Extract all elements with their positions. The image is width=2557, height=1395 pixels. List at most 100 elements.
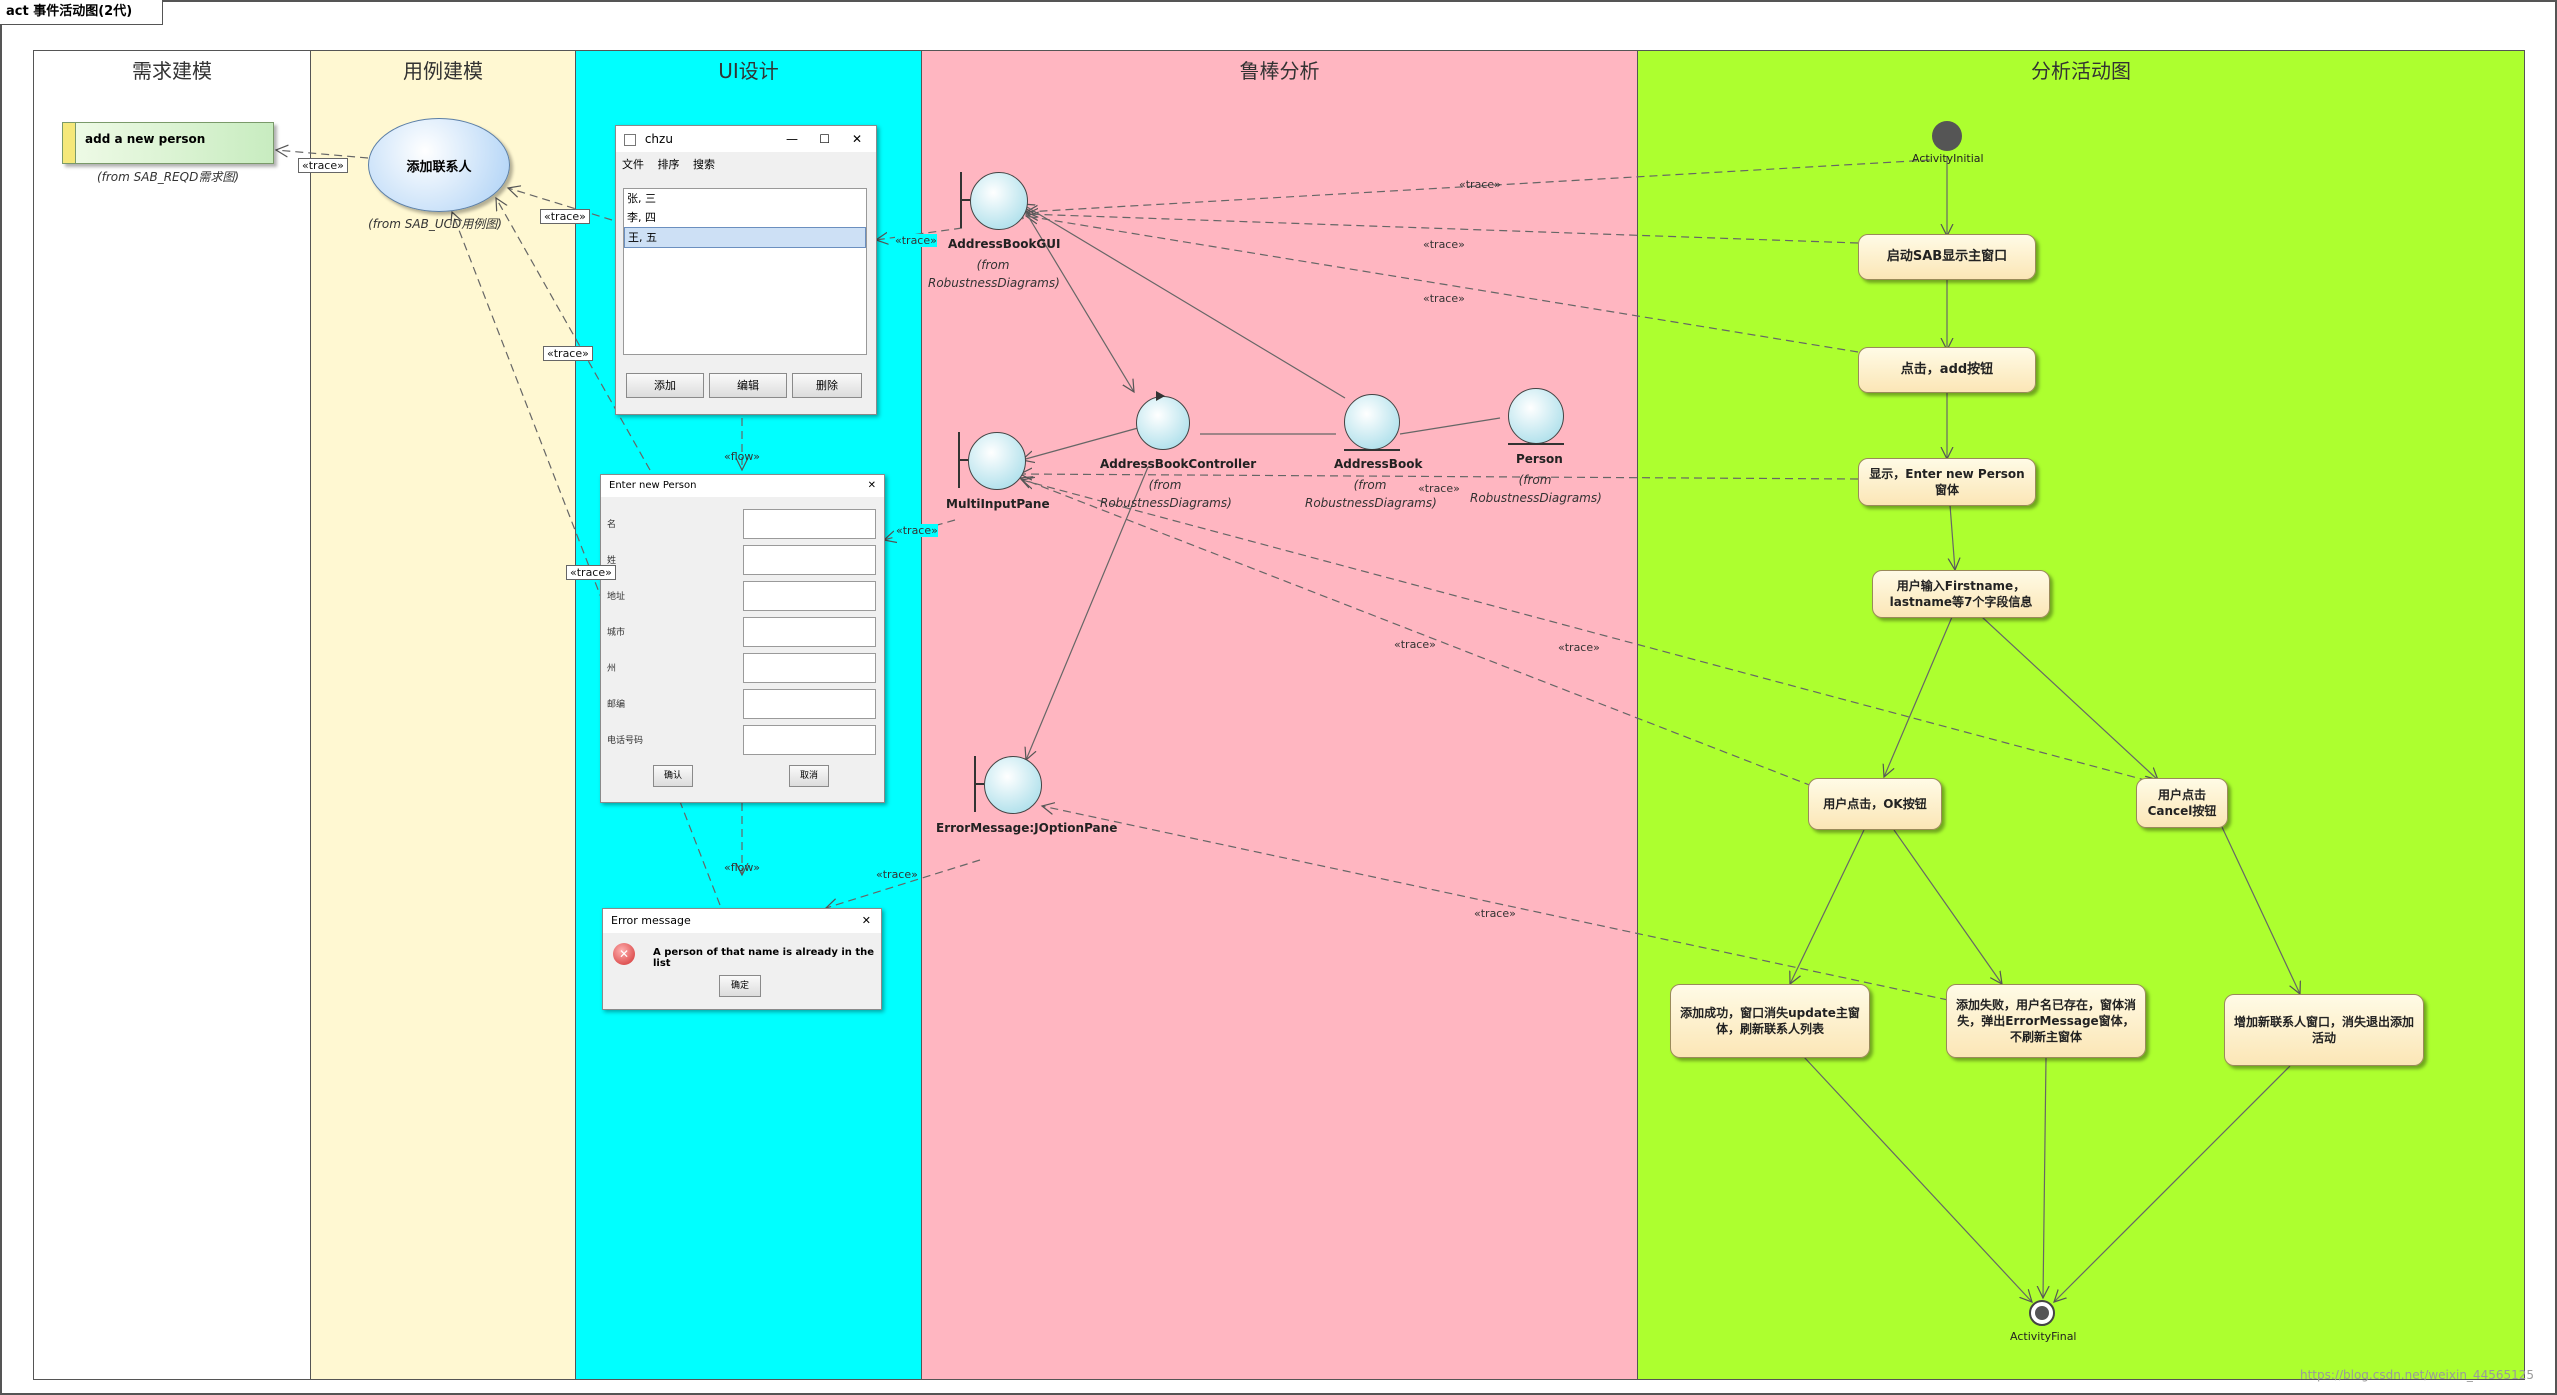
usecase-from: (from SAB_UCD用例图) <box>368 217 502 231</box>
trace-label: «trace» <box>1394 638 1436 651</box>
trace-label: «trace» <box>1474 907 1516 920</box>
trace-label: «trace» <box>876 868 918 881</box>
activity-show-dialog[interactable]: 显示，Enter new Person窗体 <box>1858 458 2036 506</box>
field-label: 电话号码 <box>607 736 644 746</box>
lane-usecase: 用例建模 <box>310 50 576 1380</box>
list-item[interactable]: 张, 三 <box>627 192 656 205</box>
trace-label: «trace» <box>896 524 938 537</box>
address-field[interactable] <box>743 581 876 611</box>
close-icon[interactable]: ✕ <box>851 132 862 146</box>
last-name-field[interactable] <box>743 545 876 575</box>
lane-requirements: 需求建模 <box>33 50 311 1380</box>
person-from: (from RobustnessDiagrams) <box>1470 473 1602 505</box>
diagram-title: act 事件活动图(2代) <box>0 0 164 25</box>
close-icon[interactable]: ✕ <box>861 914 871 927</box>
boundary-icon[interactable] <box>958 432 1028 492</box>
entity-icon[interactable] <box>1506 386 1566 446</box>
state-field[interactable] <box>743 653 876 683</box>
trace-label: «trace» <box>1558 641 1600 654</box>
add-button[interactable]: 添加 <box>626 373 704 398</box>
controller-name: AddressBookController <box>1100 457 1257 471</box>
main-window-mock[interactable]: chzu — ☐ ✕ 文件 排序 搜索 张, 三 李, 四 王, 五 添加 编辑… <box>615 125 877 415</box>
menu-search[interactable]: 搜索 <box>693 158 715 171</box>
person-name: Person <box>1516 452 1563 466</box>
watermark: https://blog.csdn.net/weixin_44565125 <box>2300 1368 2535 1382</box>
edit-button[interactable]: 编辑 <box>709 373 787 398</box>
error-icon: ✕ <box>613 943 635 965</box>
dialog-titlebar: Enter new Person ✕ <box>601 475 884 497</box>
delete-button[interactable]: 删除 <box>792 373 862 398</box>
lane-title: 需求建模 <box>132 59 212 83</box>
dialog-title: Error message <box>611 914 691 927</box>
boundary-icon[interactable] <box>960 172 1030 232</box>
trace-label: «trace» <box>566 565 616 580</box>
initial-node-icon[interactable] <box>1932 121 1962 151</box>
usecase-name: 添加联系人 <box>406 159 472 175</box>
trace-label: «trace» <box>298 158 348 173</box>
city-field[interactable] <box>743 617 876 647</box>
error-message: A person of that name is already in the … <box>653 947 875 969</box>
minimize-icon[interactable]: — <box>786 132 798 146</box>
activity-click-add[interactable]: 点击，add按钮 <box>1858 347 2036 393</box>
lane-activity: 分析活动图 <box>1637 50 2525 1380</box>
menubar: 文件 排序 搜索 <box>622 156 715 172</box>
lane-title: 用例建模 <box>403 59 483 83</box>
list-item[interactable]: 李, 四 <box>627 211 656 224</box>
requirement-box[interactable]: add a new person <box>62 122 274 164</box>
menu-sort[interactable]: 排序 <box>657 158 680 171</box>
close-icon[interactable]: ✕ <box>867 480 876 491</box>
cancel-button[interactable]: 取消 <box>789 765 829 787</box>
list-item-selected[interactable]: 王, 五 <box>624 227 866 248</box>
trace-label: «trace» <box>1423 238 1465 251</box>
activity-launch[interactable]: 启动SAB显示主窗口 <box>1858 234 2036 280</box>
confirm-button[interactable]: 确定 <box>719 975 761 997</box>
flow-label: «flow» <box>724 861 760 874</box>
activity-input-fields[interactable]: 用户输入Firstname，lastname等7个字段信息 <box>1872 570 2050 618</box>
field-label: 城市 <box>607 628 626 638</box>
book-from: (from RobustnessDiagrams) <box>1305 478 1437 510</box>
contact-list[interactable]: 张, 三 李, 四 王, 五 <box>623 188 867 355</box>
window-title: chzu <box>644 132 673 146</box>
requirement-name: add a new person <box>85 132 206 146</box>
boundary-icon[interactable] <box>974 756 1044 816</box>
final-node-icon[interactable] <box>2029 1300 2055 1326</box>
activity-add-success[interactable]: 添加成功，窗口消失update主窗体，刷新联系人列表 <box>1670 984 1870 1058</box>
activity-cancel-exit[interactable]: 增加新联系人窗口，消失退出添加活动 <box>2224 994 2424 1066</box>
requirement-from: (from SAB_REQD需求图) <box>96 170 240 184</box>
person-dialog-mock[interactable]: Enter new Person ✕ 名 姓 地址 城市 州 邮编 电话号码 确… <box>600 474 885 803</box>
trace-label: «trace» <box>543 346 593 361</box>
gui-from: (from RobustnessDiagrams) <box>928 258 1060 290</box>
first-name-field[interactable] <box>743 509 876 539</box>
error-dialog-mock[interactable]: Error message ✕ ✕ A person of that name … <box>602 908 882 1010</box>
ok-button[interactable]: 确认 <box>653 765 693 787</box>
entity-icon[interactable] <box>1342 392 1402 452</box>
final-label: ActivityFinal <box>2010 1330 2077 1343</box>
menu-file[interactable]: 文件 <box>622 158 644 171</box>
dialog-titlebar: Error message ✕ <box>603 909 881 933</box>
field-label: 姓 <box>607 556 617 566</box>
initial-label: ActivityInitial <box>1912 152 1984 165</box>
lane-title: UI设计 <box>718 59 779 83</box>
usecase-ellipse[interactable]: 添加联系人 <box>368 118 510 212</box>
phone-field[interactable] <box>743 725 876 755</box>
control-icon[interactable] <box>1134 391 1192 452</box>
lane-title: 分析活动图 <box>2031 59 2131 83</box>
zip-field[interactable] <box>743 689 876 719</box>
book-name: AddressBook <box>1334 457 1423 471</box>
activity-add-fail[interactable]: 添加失败，用户名已存在，窗体消失，弹出ErrorMessage窗体，不刷新主窗体 <box>1946 984 2146 1058</box>
activity-click-cancel[interactable]: 用户点击Cancel按钮 <box>2136 778 2228 828</box>
trace-label: «trace» <box>1423 292 1465 305</box>
activity-click-ok[interactable]: 用户点击，OK按钮 <box>1808 778 1942 830</box>
trace-label: «trace» <box>1418 482 1460 495</box>
maximize-icon[interactable]: ☐ <box>819 132 830 146</box>
field-label: 名 <box>607 520 617 530</box>
controller-from: (from RobustnessDiagrams) <box>1100 478 1232 510</box>
flow-label: «flow» <box>724 450 760 463</box>
trace-label: «trace» <box>895 234 937 247</box>
gui-name: AddressBookGUI <box>948 237 1061 251</box>
field-label: 邮编 <box>607 700 626 710</box>
trace-label: «trace» <box>1459 178 1501 191</box>
trace-label: «trace» <box>540 209 590 224</box>
input-name: MultiInputPane <box>946 497 1050 511</box>
